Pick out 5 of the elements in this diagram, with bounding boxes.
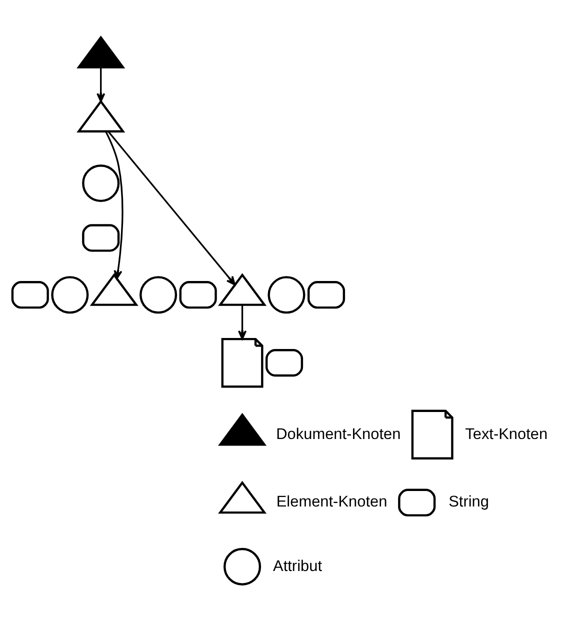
legend-label: Element-Knoten [276,494,388,511]
legend-label: String [448,494,489,511]
legend-label: Text-Knoten [465,426,548,443]
legend-label: Dokument-Knoten [276,426,401,443]
legend-label: Attribut [273,558,322,575]
